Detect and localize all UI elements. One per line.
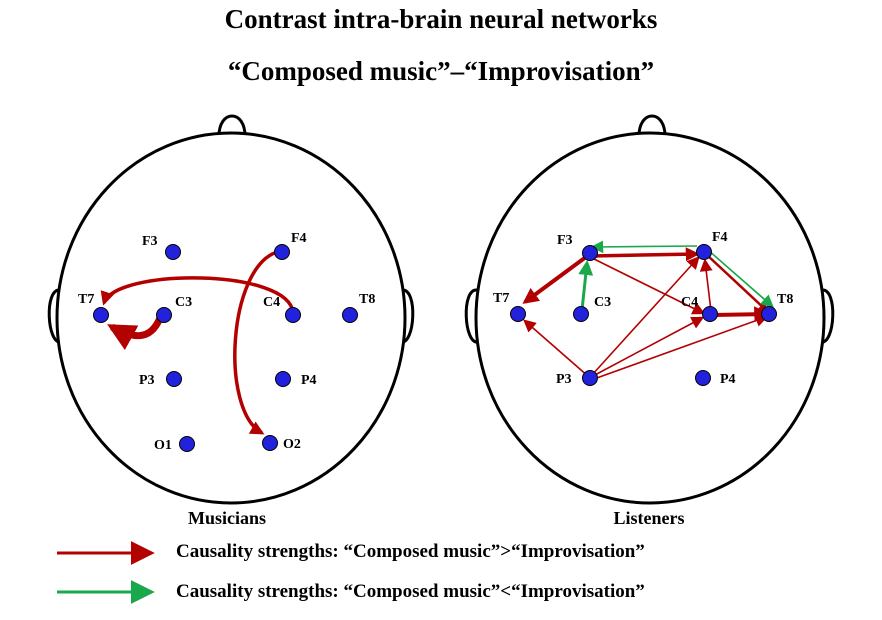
electrode-dot bbox=[582, 245, 598, 261]
electrode-f3: F3 bbox=[142, 234, 181, 260]
connection-c4-f4 bbox=[699, 258, 713, 312]
electrode-dot bbox=[702, 306, 718, 322]
electrode-label: T8 bbox=[777, 292, 793, 307]
left-ear-listeners bbox=[464, 288, 479, 344]
electrode-dot bbox=[761, 306, 777, 322]
electrode-c4: C4 bbox=[263, 295, 301, 323]
electrode-dot bbox=[342, 307, 358, 323]
electrode-label: C3 bbox=[175, 295, 192, 310]
electrodes-listeners: F3 F4 T7 C3 C4 T8 P3 P4 bbox=[493, 230, 793, 387]
electrode-label: F4 bbox=[291, 231, 307, 246]
connection-f3-f4 bbox=[590, 247, 700, 262]
electrode-dot bbox=[695, 370, 711, 386]
electrode-label: F4 bbox=[712, 230, 728, 245]
head-outline-listeners bbox=[474, 131, 826, 505]
electrode-dot bbox=[696, 244, 712, 260]
electrode-dot bbox=[285, 307, 301, 323]
electrode-o2: O2 bbox=[262, 435, 301, 452]
connection-p3-f4 bbox=[591, 256, 700, 376]
panel-label-listeners: Listeners bbox=[614, 508, 685, 528]
connection-f4-t8-green bbox=[707, 249, 774, 308]
connection-p3-t8 bbox=[593, 314, 769, 380]
electrode-label: P3 bbox=[556, 372, 572, 387]
electrode-dot bbox=[573, 306, 589, 322]
electrode-dot bbox=[166, 371, 182, 387]
connection-f4-f3 bbox=[590, 240, 698, 254]
electrode-dot bbox=[275, 371, 291, 387]
legend-swatches bbox=[57, 541, 155, 604]
electrode-dot bbox=[510, 306, 526, 322]
electrode-t8: T8 bbox=[342, 292, 375, 323]
electrode-p4: P4 bbox=[275, 371, 317, 388]
figure-title: Contrast intra-brain neural networks bbox=[224, 4, 658, 34]
electrodes-musicians: F3 F4 T7 C3 C4 T8 P3 P4 bbox=[78, 231, 375, 453]
legend-text: Causality strengths: “Composed music”<“I… bbox=[176, 581, 645, 602]
electrode-o1: O1 bbox=[154, 436, 195, 453]
electrode-label: C4 bbox=[681, 295, 698, 310]
legend-text: Causality strengths: “Composed music”>“I… bbox=[176, 541, 645, 562]
connection-f4-t8-red bbox=[706, 254, 769, 313]
electrode-c3: C3 bbox=[156, 295, 192, 323]
electrode-label: T7 bbox=[493, 291, 509, 306]
electrode-label: T8 bbox=[359, 292, 375, 307]
electrode-label: P4 bbox=[720, 372, 736, 387]
head-outline-musicians bbox=[55, 131, 407, 505]
electrode-dot bbox=[156, 307, 172, 323]
electrode-c3: C3 bbox=[573, 295, 611, 322]
connection-c4-t8 bbox=[712, 306, 771, 323]
connection-c3-f3 bbox=[578, 260, 594, 311]
electrode-label: P3 bbox=[139, 373, 155, 388]
right-ear-listeners bbox=[820, 288, 835, 344]
electrode-dot bbox=[93, 307, 109, 323]
electrode-dot bbox=[582, 370, 598, 386]
electrode-p3: P3 bbox=[556, 370, 598, 387]
connections-musicians bbox=[100, 250, 295, 435]
electrode-f4: F4 bbox=[274, 231, 307, 260]
electrode-label: F3 bbox=[557, 233, 573, 248]
electrode-label: T7 bbox=[78, 292, 94, 307]
electrode-dot bbox=[165, 244, 181, 260]
electrode-dot bbox=[274, 244, 290, 260]
connection-f3-c4 bbox=[591, 257, 706, 315]
connection-p3-t7 bbox=[523, 319, 590, 378]
connection-f4-o2 bbox=[233, 250, 278, 435]
panel-label-musicians: Musicians bbox=[188, 508, 266, 528]
electrode-label: O2 bbox=[283, 437, 301, 452]
electrode-label: C4 bbox=[263, 295, 280, 310]
electrode-label: C3 bbox=[594, 295, 611, 310]
nose-listeners bbox=[637, 114, 667, 141]
electrode-label: F3 bbox=[142, 234, 158, 249]
electrode-f3: F3 bbox=[557, 233, 598, 261]
electrode-f4: F4 bbox=[696, 230, 728, 260]
connection-c4-t7 bbox=[100, 276, 295, 314]
electrode-label: P4 bbox=[301, 373, 317, 388]
electrode-p3: P3 bbox=[139, 371, 182, 388]
electrode-t8: T8 bbox=[761, 292, 793, 322]
electrode-t7: T7 bbox=[78, 292, 109, 323]
head-listeners bbox=[464, 114, 835, 505]
connection-p3-c4 bbox=[592, 316, 705, 377]
electrode-dot bbox=[262, 435, 278, 451]
connections-listeners bbox=[522, 240, 774, 380]
electrode-p4: P4 bbox=[695, 370, 736, 387]
electrode-c4: C4 bbox=[681, 295, 718, 322]
electrode-dot bbox=[179, 436, 195, 452]
nose-musicians bbox=[217, 114, 247, 141]
connection-c3-t7 bbox=[107, 316, 164, 351]
electrode-t7: T7 bbox=[493, 291, 526, 322]
figure-subtitle: “Composed music”–“Improvisation” bbox=[227, 56, 655, 86]
head-musicians bbox=[47, 114, 415, 505]
electrode-label: O1 bbox=[154, 438, 172, 453]
